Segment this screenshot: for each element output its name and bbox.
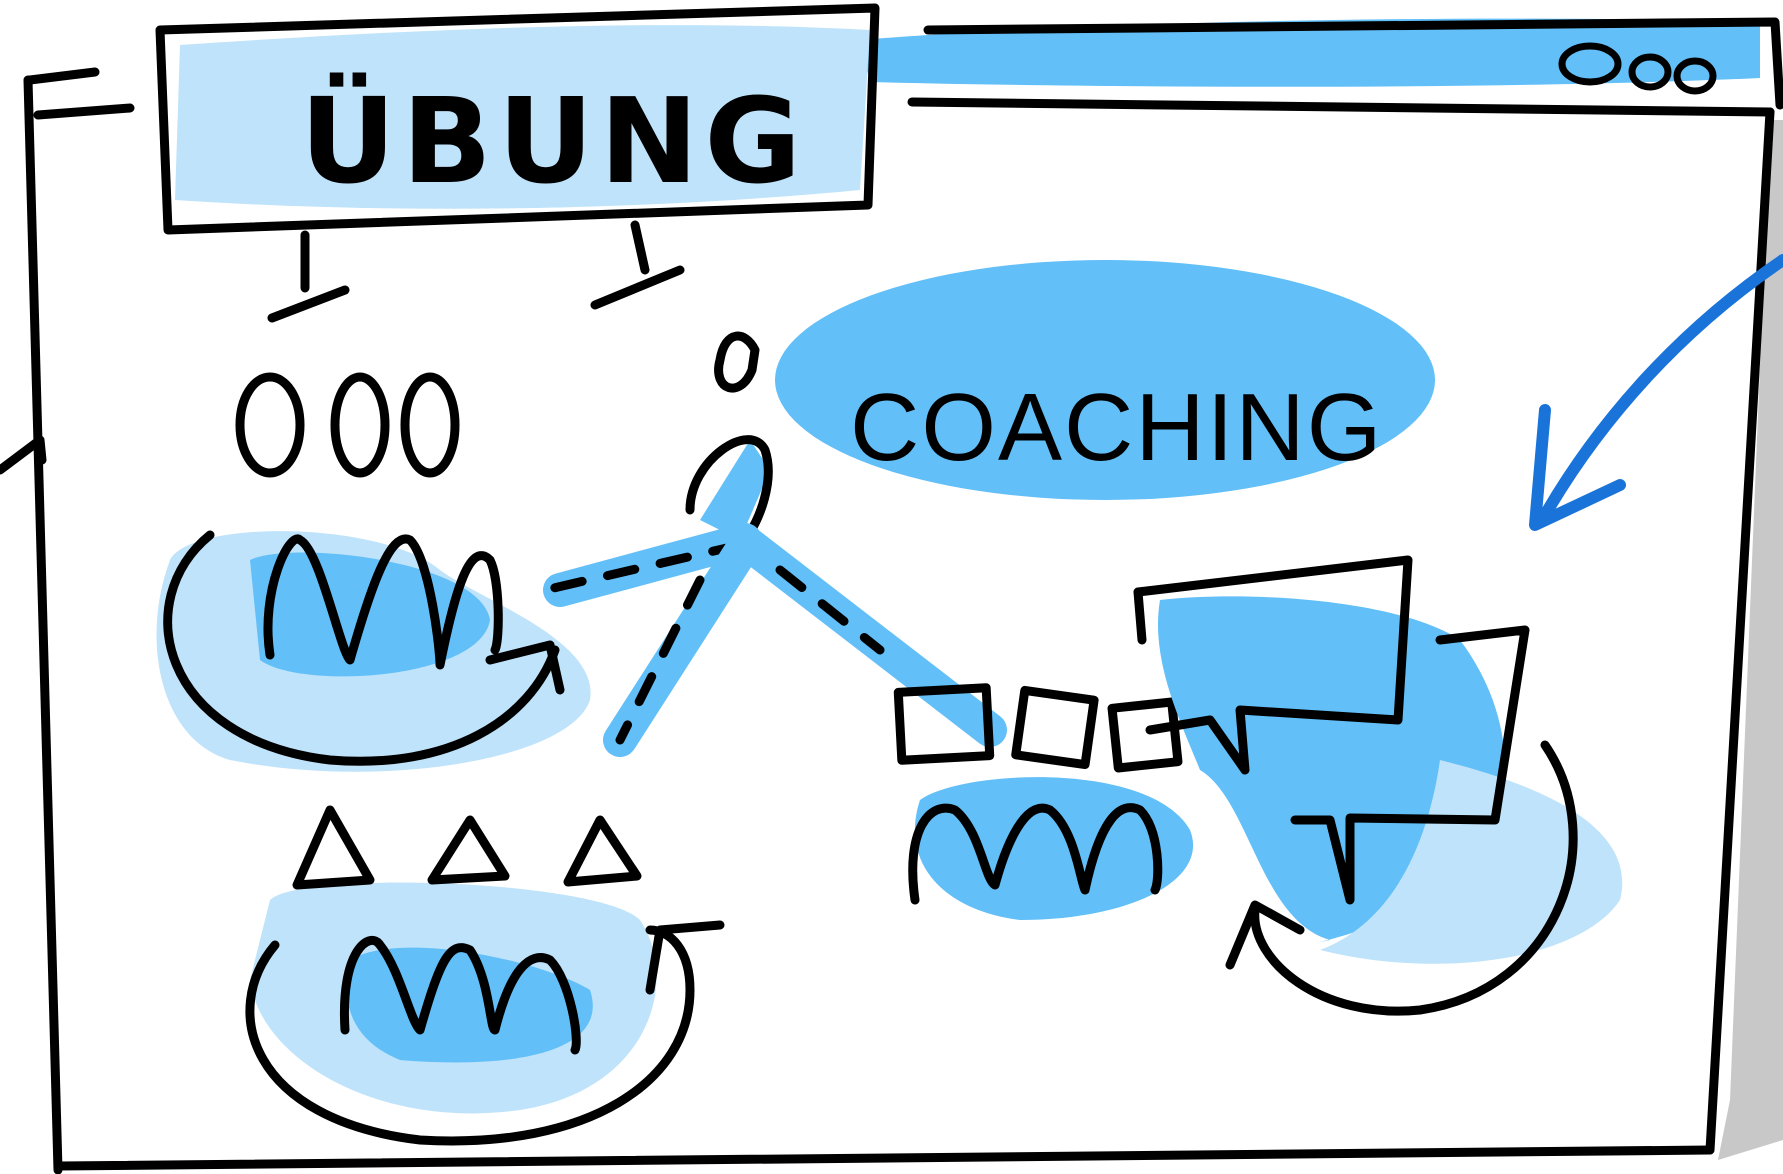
connector-down xyxy=(603,528,762,757)
connector-down-dash xyxy=(615,575,705,745)
page-title: ÜBUNG xyxy=(300,72,807,210)
coaching-highlight xyxy=(775,260,1435,500)
group-square-icon xyxy=(893,683,1194,920)
connector-left-dash xyxy=(540,540,745,595)
connector-right-dash xyxy=(775,565,885,655)
control-circle-icon[interactable] xyxy=(1673,57,1717,95)
coaching-label: COACHING xyxy=(850,374,1383,481)
window-controls[interactable] xyxy=(1558,42,1717,95)
cycle-arrow-head xyxy=(1225,900,1305,970)
person-icon xyxy=(685,331,773,545)
group-triangle-icon xyxy=(245,805,725,1146)
control-circle-icon[interactable] xyxy=(1558,42,1622,86)
speech-bubble-icon xyxy=(1133,555,1623,964)
window-frame xyxy=(0,17,1783,1174)
titlebar-highlight xyxy=(860,18,1760,87)
coaching-label-group: COACHING xyxy=(775,260,1435,500)
incoming-arrow-head xyxy=(1529,404,1626,531)
group-circle-icon xyxy=(156,372,591,772)
cycle-arrow-icon xyxy=(1250,740,1578,1016)
page-shadow xyxy=(1718,120,1783,1160)
control-circle-icon[interactable] xyxy=(1628,53,1672,91)
incoming-arrow-icon xyxy=(1539,254,1783,521)
title-box: ÜBUNG xyxy=(155,3,880,323)
